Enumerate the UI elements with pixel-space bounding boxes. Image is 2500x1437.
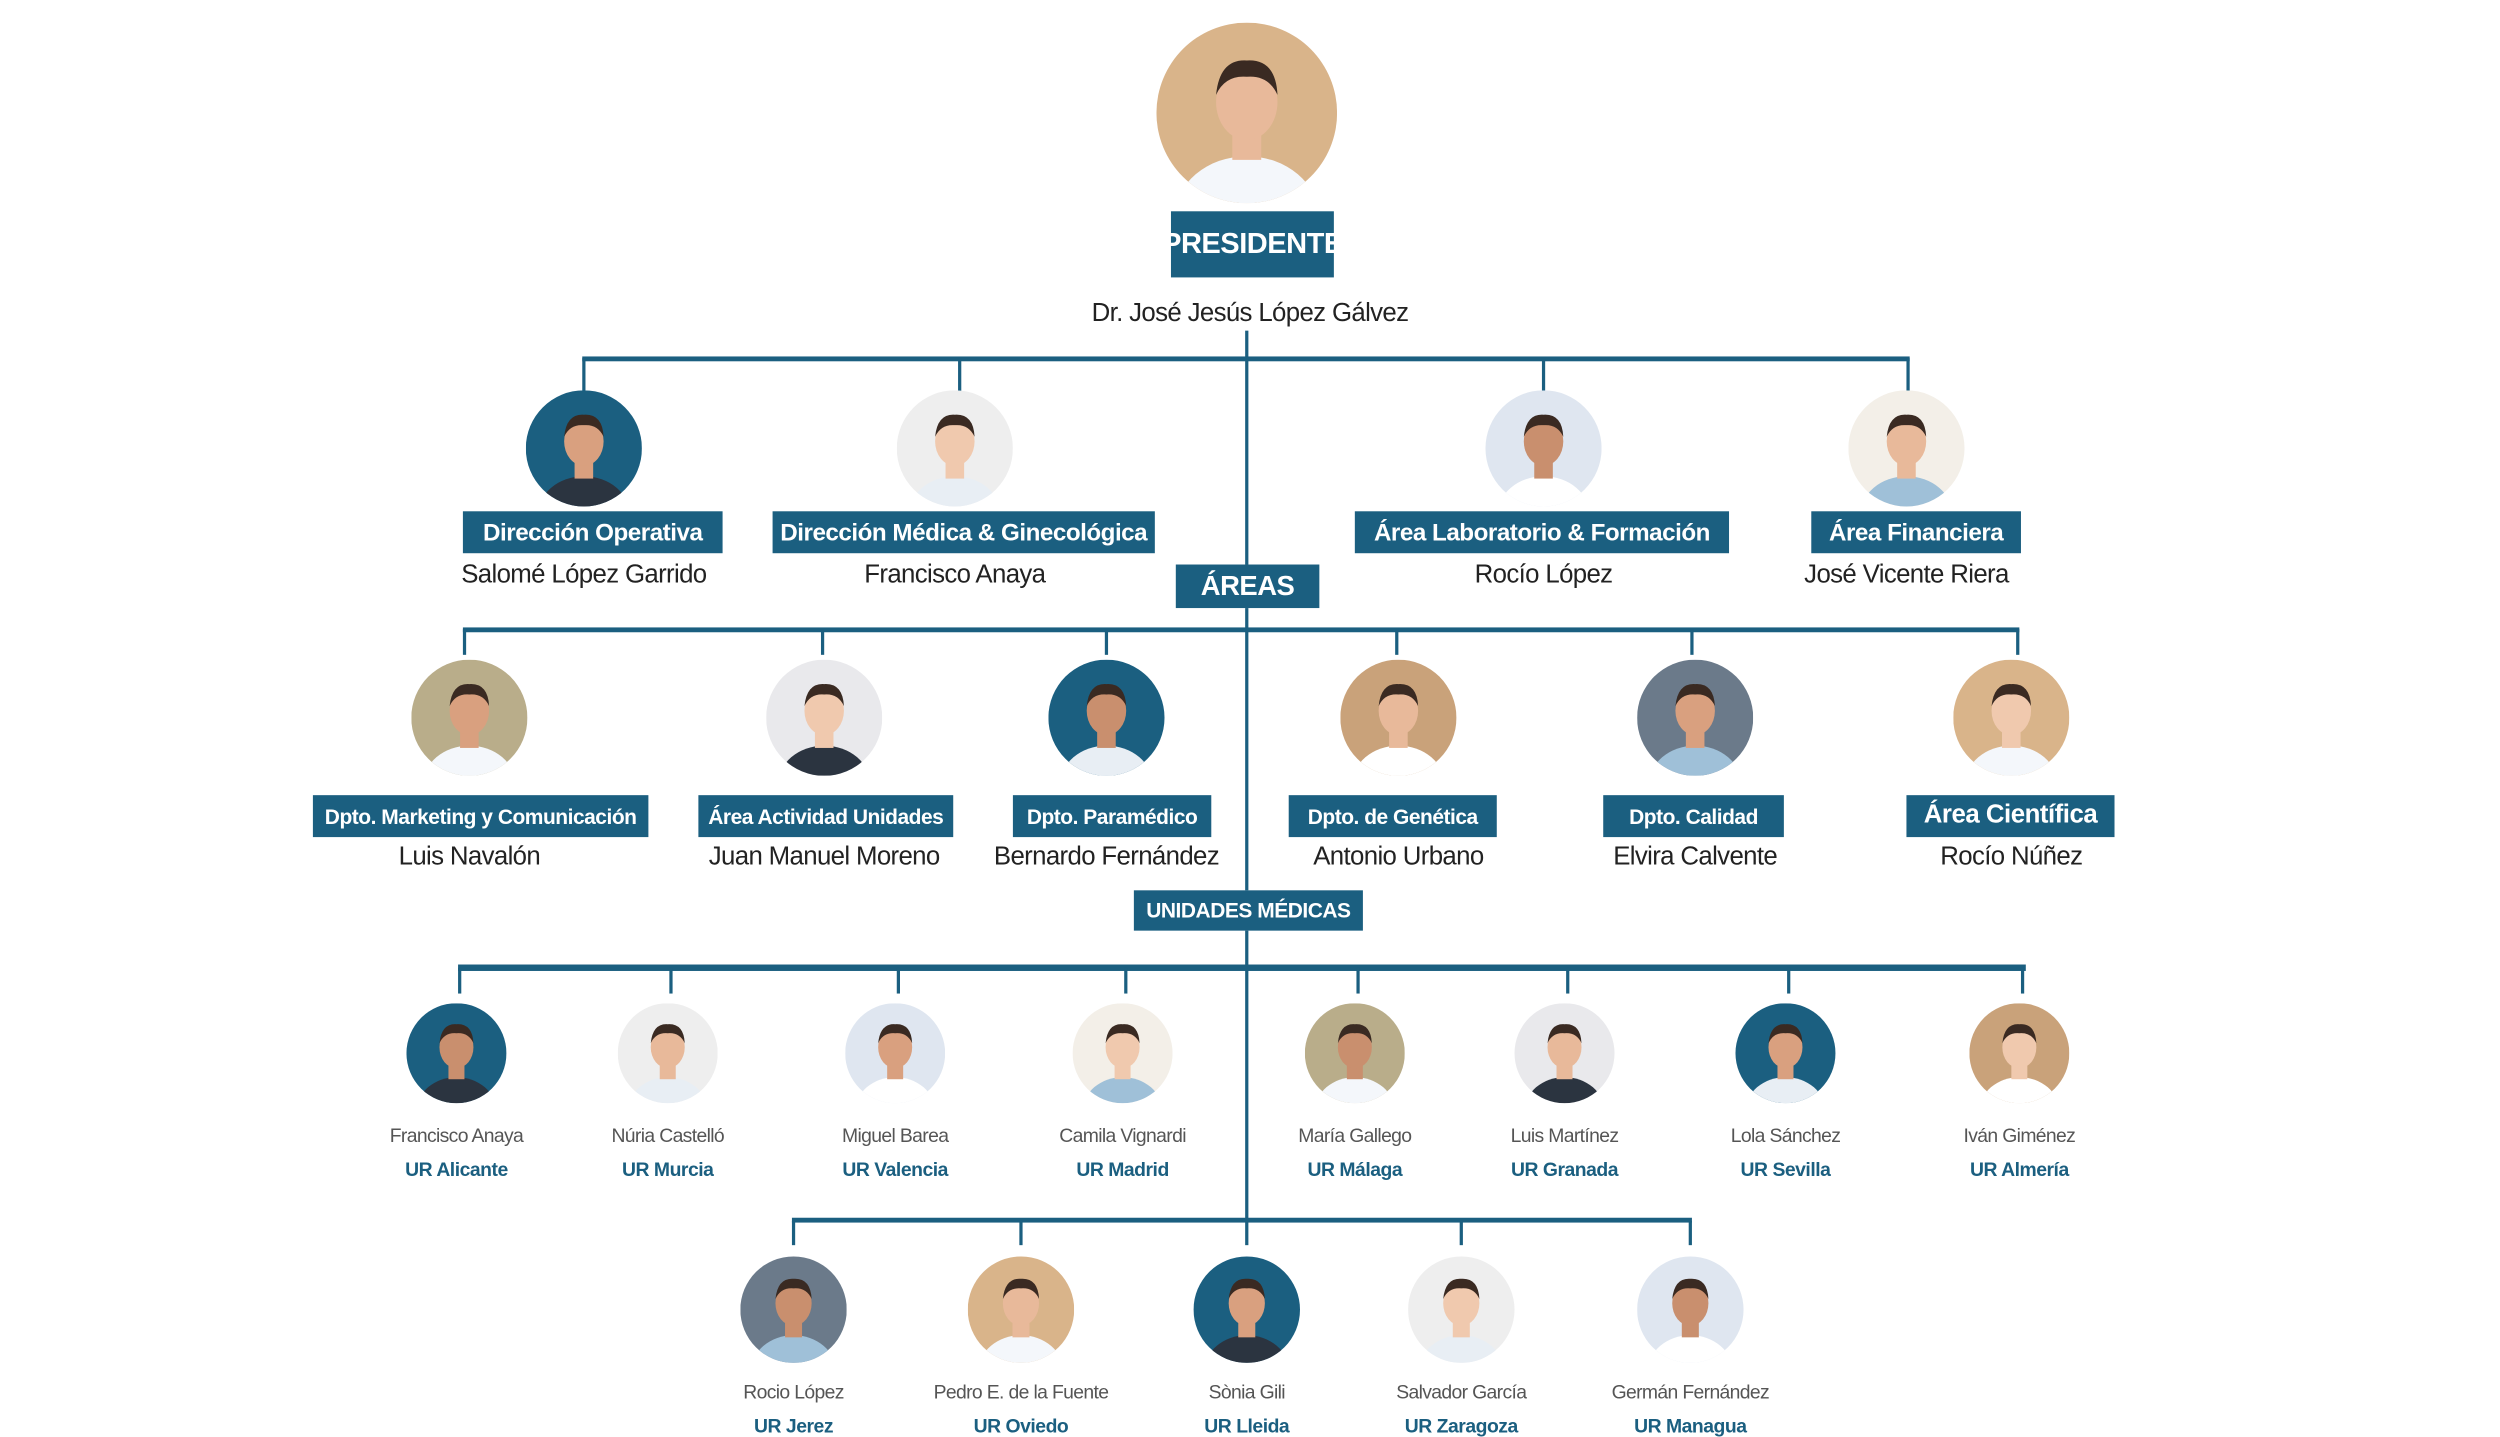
person-name: Salvador García bbox=[1396, 1380, 1527, 1404]
connector-line bbox=[462, 627, 2020, 633]
person-photo bbox=[406, 1003, 507, 1104]
connector-line bbox=[1245, 608, 1249, 891]
person-name: José Vicente Riera bbox=[1804, 561, 2009, 589]
connector-line bbox=[896, 967, 900, 994]
person-photo bbox=[1637, 1256, 1744, 1363]
person-photo bbox=[967, 1256, 1075, 1363]
person-name: María Gallego bbox=[1298, 1124, 1412, 1147]
director-title: Dirección Operativa bbox=[462, 511, 723, 554]
person-name: Dr. José Jesús López Gálvez bbox=[1091, 299, 1409, 328]
person-name: Francisco Anaya bbox=[389, 1124, 524, 1147]
unit-name[interactable]: UR Sevilla bbox=[1740, 1158, 1831, 1181]
person-photo bbox=[411, 659, 528, 776]
person-photo bbox=[1514, 1003, 1615, 1104]
connector-line bbox=[1395, 629, 1399, 655]
area-title: Área Científica bbox=[1906, 795, 2115, 838]
connector-line bbox=[1566, 967, 1570, 994]
units-label: UNIDADES MÉDICAS bbox=[1133, 890, 1363, 931]
person-name: Bernardo Fernández bbox=[993, 843, 1220, 871]
connector-line bbox=[1245, 1220, 1249, 1246]
unit-name[interactable]: UR Alicante bbox=[405, 1158, 508, 1181]
person-name: Rocío Núñez bbox=[1940, 843, 2083, 871]
person-name: Camila Vignardi bbox=[1059, 1124, 1186, 1147]
person-name: Iván Giménez bbox=[1963, 1124, 2076, 1147]
person-photo bbox=[740, 1256, 847, 1363]
unit-name[interactable]: UR Madrid bbox=[1076, 1158, 1169, 1181]
connector-line bbox=[669, 967, 673, 994]
connector-line bbox=[1245, 930, 1249, 1221]
areas-label: ÁREAS bbox=[1175, 564, 1320, 609]
person-name: Lola Sánchez bbox=[1730, 1124, 1841, 1147]
person-name: Salomé López Garrido bbox=[461, 561, 707, 589]
person-photo bbox=[525, 390, 642, 507]
connector-line bbox=[458, 967, 462, 994]
connector-line bbox=[958, 358, 962, 392]
person-photo bbox=[1637, 659, 1754, 776]
area-title: Dpto. Calidad bbox=[1603, 795, 1784, 838]
person-photo bbox=[1408, 1256, 1515, 1363]
person-name: Sònia Gili bbox=[1208, 1380, 1286, 1404]
person-name: Núria Castelló bbox=[611, 1124, 725, 1147]
connector-line bbox=[791, 1217, 1692, 1223]
unit-name[interactable]: UR Almería bbox=[1969, 1158, 2069, 1181]
person-name: Luis Navalón bbox=[398, 843, 541, 871]
connector-line bbox=[582, 358, 586, 392]
connector-line bbox=[458, 964, 2026, 971]
connector-line bbox=[1356, 967, 1360, 994]
director-title: Área Laboratorio & Formación bbox=[1354, 511, 1730, 554]
person-photo bbox=[1156, 22, 1338, 204]
area-title: Dpto. de Genética bbox=[1288, 795, 1497, 838]
person-name: Rocío López bbox=[1474, 561, 1613, 589]
connector-line bbox=[1541, 358, 1546, 392]
connector-line bbox=[1688, 1220, 1692, 1246]
person-name: Antonio Urbano bbox=[1313, 843, 1484, 871]
unit-name[interactable]: UR Granada bbox=[1510, 1158, 1619, 1181]
connector-line bbox=[1019, 1220, 1023, 1246]
person-photo bbox=[845, 1003, 946, 1104]
connector-line bbox=[1104, 629, 1109, 655]
person-photo bbox=[617, 1003, 718, 1104]
director-title: Dirección Médica & Ginecológica bbox=[772, 511, 1155, 554]
person-name: Elvira Calvente bbox=[1613, 843, 1778, 871]
person-photo bbox=[1072, 1003, 1173, 1104]
person-photo bbox=[1193, 1256, 1300, 1363]
person-name: Francisco Anaya bbox=[864, 561, 1046, 589]
unit-name[interactable]: UR Murcia bbox=[622, 1158, 714, 1181]
connector-line bbox=[1906, 358, 1910, 392]
person-photo bbox=[1953, 659, 2070, 776]
person-photo bbox=[766, 659, 883, 776]
person-photo bbox=[1969, 1003, 2070, 1104]
connector-line bbox=[820, 629, 825, 655]
person-name: Juan Manuel Moreno bbox=[708, 843, 940, 871]
person-photo bbox=[1485, 390, 1602, 507]
person-name: Miguel Barea bbox=[842, 1124, 949, 1147]
person-name: Rocio López bbox=[743, 1380, 844, 1404]
connector-line bbox=[462, 629, 467, 655]
connector-line bbox=[1787, 967, 1791, 994]
person-photo bbox=[1735, 1003, 1836, 1104]
unit-name[interactable]: UR Málaga bbox=[1307, 1158, 1403, 1181]
president-title: PRESIDENTE bbox=[1162, 211, 1343, 278]
connector-line bbox=[1459, 1220, 1463, 1246]
person-photo bbox=[1340, 659, 1457, 776]
connector-line bbox=[1124, 967, 1128, 994]
connector-line bbox=[2020, 967, 2025, 994]
unit-name[interactable]: UR Valencia bbox=[842, 1158, 948, 1181]
person-name: Pedro E. de la Fuente bbox=[933, 1380, 1109, 1404]
area-title: Área Actividad Unidades bbox=[698, 795, 954, 838]
connector-line bbox=[1245, 330, 1249, 565]
person-photo bbox=[1848, 390, 1965, 507]
person-photo bbox=[1304, 1003, 1405, 1104]
director-title: Área Financiera bbox=[1811, 511, 2021, 554]
person-name: Germán Fernández bbox=[1611, 1380, 1770, 1404]
connector-line bbox=[582, 356, 1910, 362]
connector-line bbox=[791, 1220, 796, 1246]
person-name: Luis Martínez bbox=[1510, 1124, 1619, 1147]
area-title: Dpto. Paramédico bbox=[1012, 795, 1212, 838]
connector-line bbox=[1690, 629, 1694, 655]
area-title: Dpto. Marketing y Comunicación bbox=[312, 795, 649, 838]
connector-line bbox=[2016, 629, 2020, 655]
person-photo bbox=[896, 390, 1013, 507]
person-photo bbox=[1048, 659, 1165, 776]
